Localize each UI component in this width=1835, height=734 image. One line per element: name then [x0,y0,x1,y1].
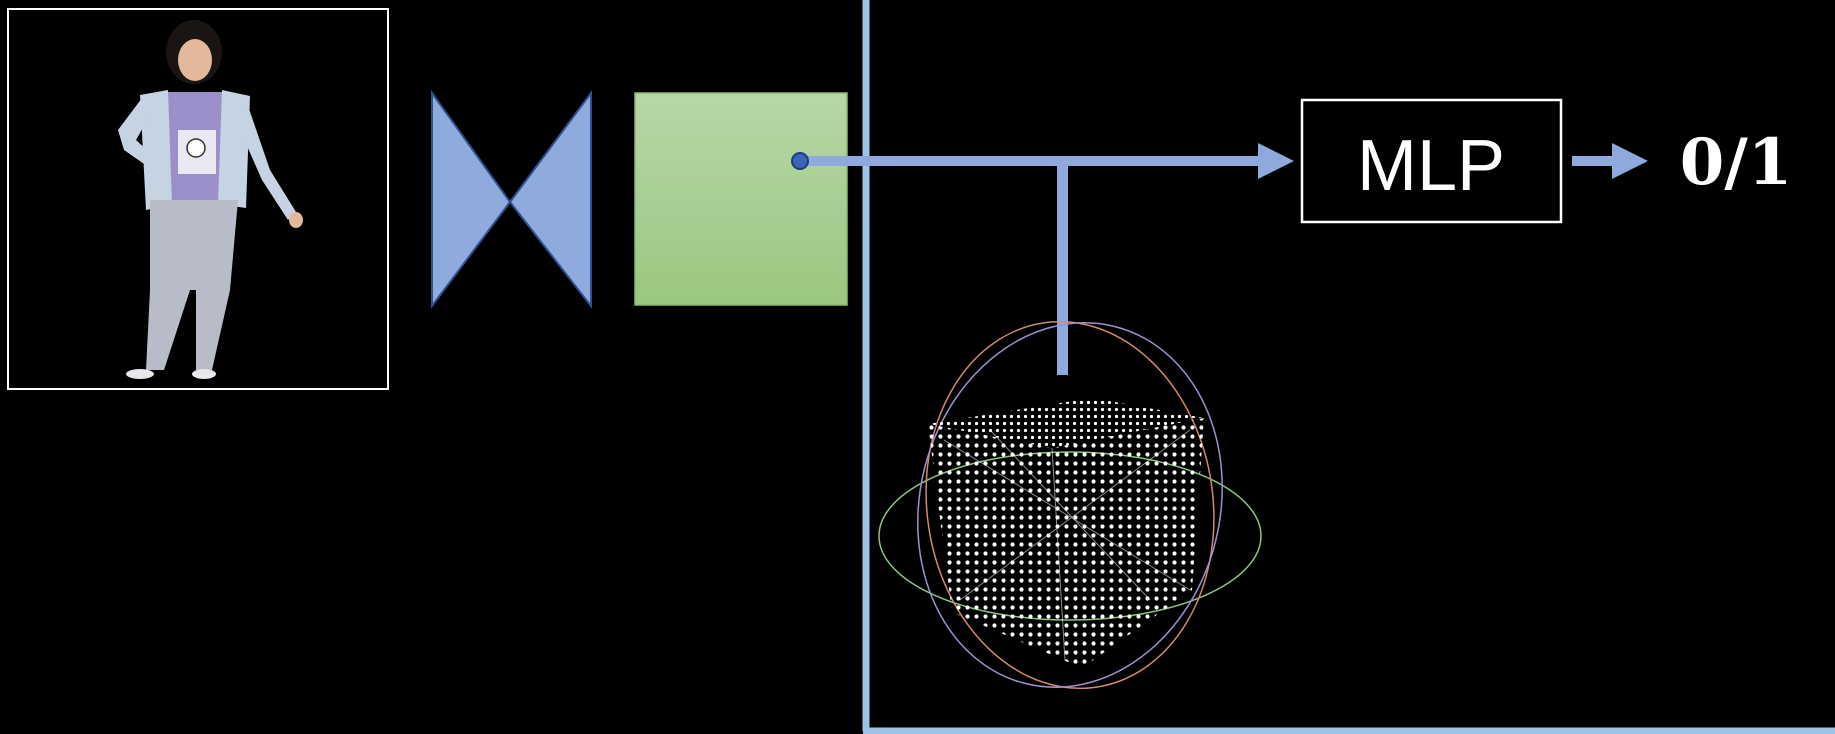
point-grid-cube-icon [878,320,1262,690]
person-photo [118,20,303,379]
query-point [791,152,809,170]
output-arrow [1572,143,1648,179]
mlp-label: MLP [1357,126,1505,206]
grid-connector [1057,166,1068,375]
output-label: 0/1 [1680,125,1792,200]
encoder-decoder-icon [431,89,592,309]
feature-map [634,92,848,306]
feature-arrow [800,143,1294,179]
input-image-frame [7,8,389,390]
right-panel [862,0,1835,734]
mlp-block: MLP [1300,98,1563,224]
